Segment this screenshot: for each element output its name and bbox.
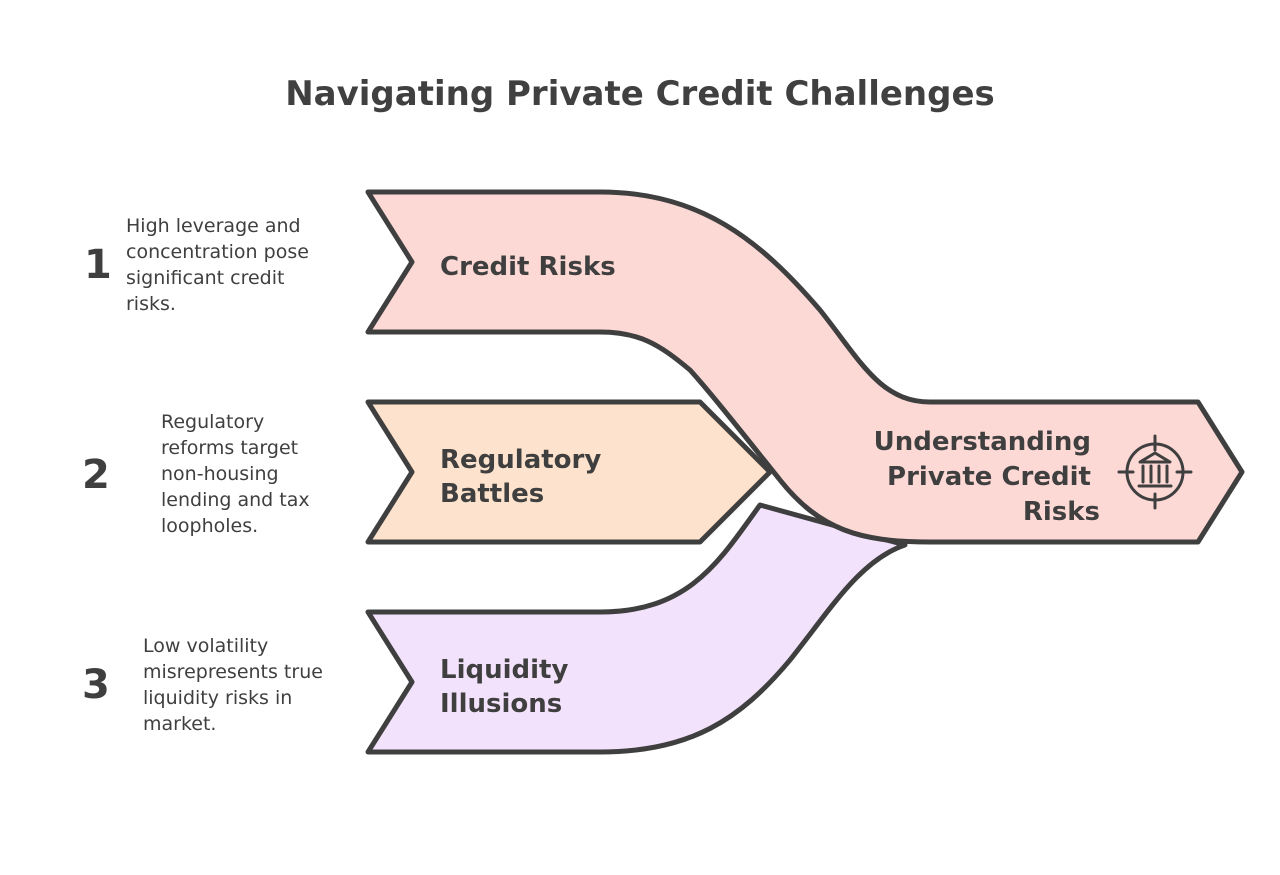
credit-risks-band [365, 189, 1245, 545]
outcome-label: Understanding Private Credit Risks [874, 427, 1100, 527]
flow-label-regulatory-battles: Regulatory Battles [440, 445, 610, 509]
step-description-1: High leverage and concentration pose sig… [126, 215, 309, 315]
regulatory-battles-band [365, 399, 773, 545]
bank-target-icon [1117, 434, 1193, 510]
step-number-2: 2 [82, 452, 110, 498]
step-description-2: Regulatory reforms target non-housing le… [161, 411, 310, 537]
diagram-title: Navigating Private Credit Challenges [285, 74, 995, 114]
step-description-3: Low volatility misrepresents true liquid… [143, 635, 323, 735]
step-number-1: 1 [84, 242, 112, 288]
step-number-3: 3 [82, 662, 110, 708]
liquidity-illusions-band [365, 502, 908, 755]
flow-label-liquidity-illusions: Liquidity Illusions [440, 655, 577, 719]
flow-label-credit-risks: Credit Risks [440, 252, 616, 282]
